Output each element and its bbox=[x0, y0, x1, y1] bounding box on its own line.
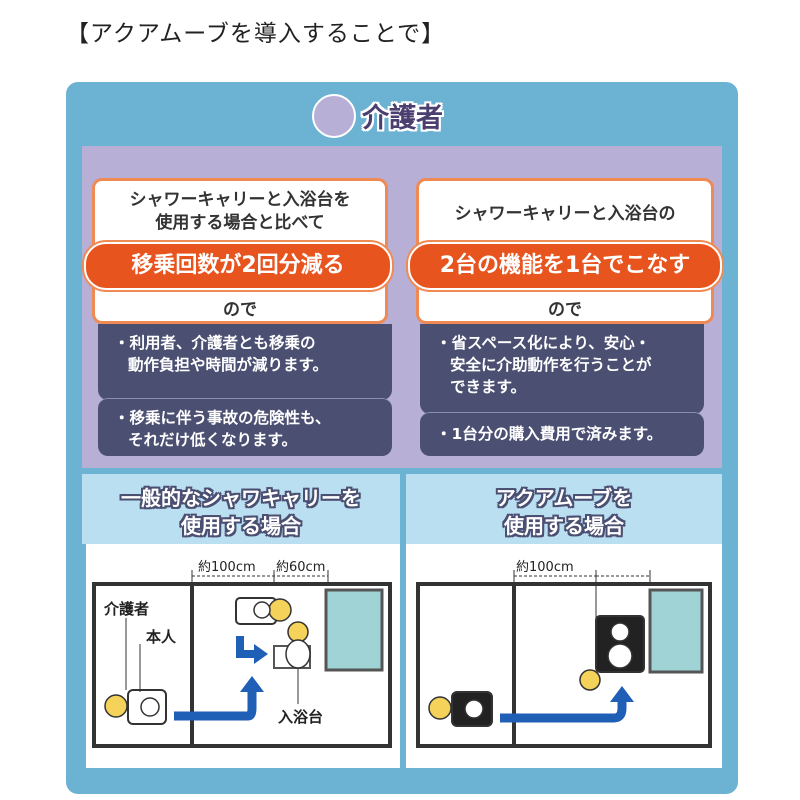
title-circle-icon bbox=[312, 94, 356, 138]
left-highlight-pill: 移乗回数が2回分減る bbox=[84, 242, 392, 290]
left-section-header: 一般的なシャワキャリーを 使用する場合 bbox=[82, 474, 400, 544]
right-bullet-1-line1: ・省スペース化により、安心・ bbox=[436, 334, 651, 352]
label-bench: 入浴台 bbox=[278, 708, 324, 726]
left-bullet-1-line2: 動作負担や時間が減ります。 bbox=[128, 356, 328, 374]
right-card-connector: ので bbox=[548, 300, 582, 320]
right-dim-100: 約100cm bbox=[516, 560, 574, 575]
left-card-subtitle-1: シャワーキャリーと入浴台を bbox=[129, 190, 351, 210]
left-bullet-2-line1: ・移乗に伴う事故の危険性も、 bbox=[114, 409, 331, 427]
right-floor-diagram bbox=[406, 544, 722, 768]
right-section-header: アクアムーブを 使用する場合 bbox=[406, 474, 722, 544]
left-floor-diagram bbox=[86, 544, 400, 768]
right-section-title-1: アクアムーブを bbox=[495, 486, 633, 510]
right-bullet-1-line2: 安全に介助動作を行うことが bbox=[450, 356, 652, 374]
left-bullet-box-2: ・移乗に伴う事故の危険性も、 それだけ低くなります。 bbox=[98, 398, 392, 456]
left-card-connector: ので bbox=[223, 300, 257, 320]
right-bullet-2-line1: ・1台分の購入費用で済みます。 bbox=[436, 425, 663, 443]
right-bullet-box-1: ・省スペース化により、安心・ 安全に介助動作を行うことが できます。 bbox=[420, 324, 704, 414]
label-caregiver: 介護者 bbox=[104, 600, 150, 618]
right-section-title-2: 使用する場合 bbox=[504, 514, 624, 538]
right-bullet-1-line3: できます。 bbox=[450, 378, 526, 396]
left-bullet-box-1: ・利用者、介護者とも移乗の 動作負担や時間が減ります。 bbox=[98, 324, 392, 400]
left-section-title-1: 一般的なシャワキャリーを bbox=[121, 486, 361, 510]
left-section-title-2: 使用する場合 bbox=[181, 514, 301, 538]
page-heading: 【アクアムーブを導入することで】 bbox=[66, 21, 446, 47]
right-card-subtitle-1: シャワーキャリーと入浴台の bbox=[454, 204, 676, 224]
left-bullet-2-line2: それだけ低くなります。 bbox=[128, 431, 297, 449]
panel-title: 介護者 bbox=[362, 103, 443, 134]
right-bullet-box-2: ・1台分の購入費用で済みます。 bbox=[420, 412, 704, 456]
left-bullet-1-line1: ・利用者、介護者とも移乗の bbox=[114, 334, 316, 352]
label-person: 本人 bbox=[146, 628, 177, 646]
right-highlight-pill: 2台の機能を1台でこなす bbox=[408, 242, 722, 290]
left-dim-60: 約60cm bbox=[276, 560, 326, 575]
left-dim-100: 約100cm bbox=[198, 560, 256, 575]
left-card-subtitle-2: 使用する場合と比べて bbox=[155, 213, 325, 233]
